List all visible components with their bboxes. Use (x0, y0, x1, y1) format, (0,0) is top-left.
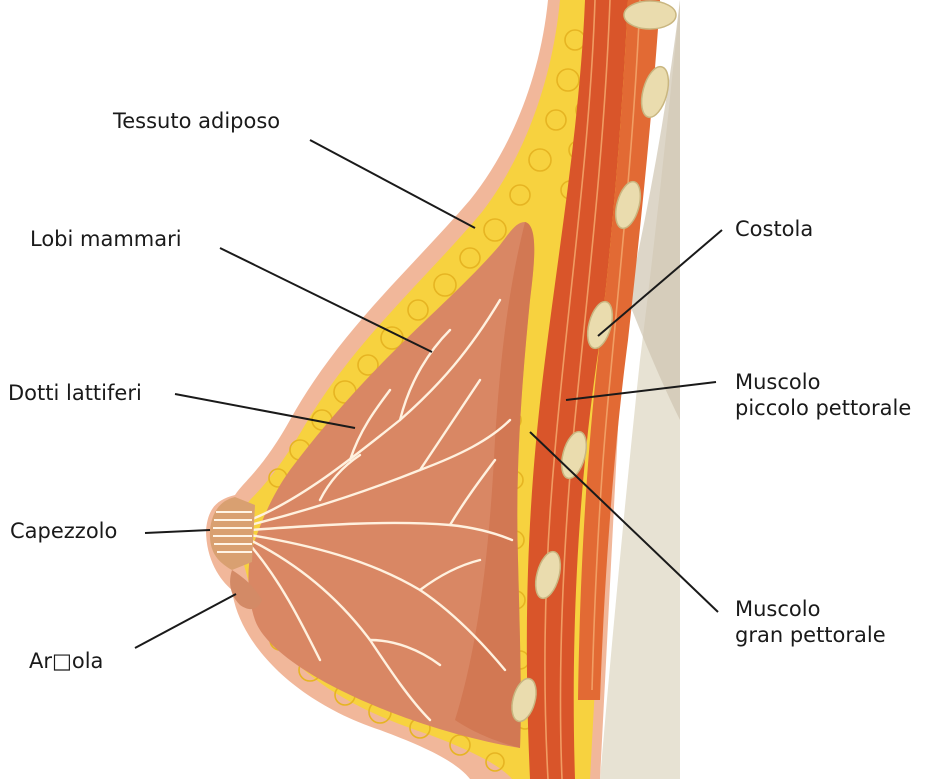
leader-tessuto-adiposo (310, 140, 475, 228)
leader-capezzolo (145, 530, 210, 533)
label-muscolo-gran-line2: gran pettorale (735, 622, 886, 648)
label-costola: Costola (735, 216, 813, 242)
label-areola: Ar□ola (29, 648, 103, 674)
leader-areola (135, 594, 236, 648)
label-muscolo-piccolo-line2: piccolo pettorale (735, 395, 911, 421)
label-muscolo-piccolo-line1: Muscolo (735, 369, 911, 395)
label-lobi-mammari: Lobi mammari (30, 226, 182, 252)
label-muscolo-gran-pettorale: Muscolo gran pettorale (735, 596, 886, 648)
label-muscolo-gran-line1: Muscolo (735, 596, 886, 622)
label-dotti-lattiferi: Dotti lattiferi (8, 380, 142, 406)
label-muscolo-piccolo-pettorale: Muscolo piccolo pettorale (735, 369, 911, 421)
label-tessuto-adiposo: Tessuto adiposo (113, 108, 280, 134)
label-capezzolo: Capezzolo (10, 518, 117, 544)
